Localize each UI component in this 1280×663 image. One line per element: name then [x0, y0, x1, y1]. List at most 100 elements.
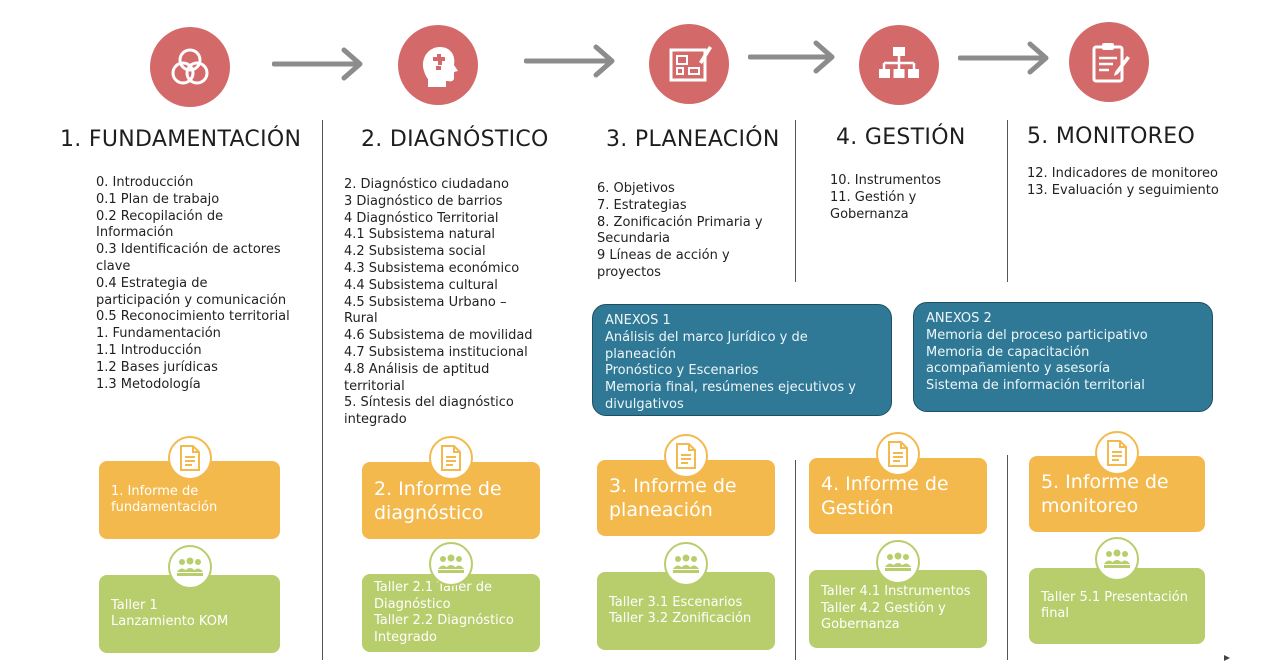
group-people-icon: [1104, 549, 1130, 568]
document-icon: [1107, 440, 1127, 466]
group-people-icon: [177, 557, 203, 576]
group-people-icon: [673, 554, 699, 573]
annex-item: Memoria del proceso participativo: [926, 327, 1148, 343]
list-item: 0.1 Plan de trabajo: [96, 191, 220, 207]
list-item: 0.2 Recopilación de: [96, 208, 224, 224]
divider: [795, 460, 796, 660]
list-item: 1. Fundamentación: [96, 326, 221, 342]
workshop-line: Gobernanza: [821, 617, 900, 633]
document-icon: [888, 441, 908, 467]
annex-2-title: ANEXOS 2: [926, 311, 992, 326]
venn-circles-icon: [171, 48, 209, 85]
annex-item: Análisis del marco Jurídico y de: [605, 329, 808, 345]
workshop-line: Taller 2.2 Diagnóstico: [374, 613, 514, 628]
workshop-badge: [1095, 537, 1139, 581]
play-marker-icon: [1224, 655, 1230, 661]
list-item: clave: [96, 258, 131, 274]
annex-1-title: ANEXOS 1: [605, 313, 671, 328]
report-badge: [168, 436, 212, 480]
list-item: integrado: [344, 412, 407, 428]
list-item: 3 Diagnóstico de barrios: [344, 193, 503, 209]
workshop-line: final: [1041, 606, 1070, 621]
list-item: 0.4 Estrategia de: [96, 275, 208, 291]
group-people-icon: [885, 552, 911, 571]
workshop-line: Taller 3.1 Escenarios: [609, 594, 743, 610]
list-item: 9 Líneas de acción y: [597, 248, 730, 264]
phase-2-items: 2. Diagnóstico ciudadano 3 Diagnóstico d…: [344, 177, 544, 429]
list-item: 11. Gestión y: [830, 189, 917, 205]
report-badge: [876, 432, 920, 476]
phase-2-report-label: 2. Informe de diagnóstico: [374, 477, 502, 524]
workshop-line: Taller 2.1 Taller de: [374, 580, 492, 595]
list-item: 13. Evaluación y seguimiento: [1027, 182, 1219, 198]
phase-5-title: 5. MONITOREO: [1027, 124, 1196, 149]
list-item: 4.3 Subsistema económico: [344, 260, 520, 276]
list-item: 4.1 Subsistema natural: [344, 227, 496, 243]
workshop-line: Taller 3.2 Zonificación: [609, 611, 752, 626]
phase-3-title: 3. PLANEACIÓN: [606, 127, 780, 152]
list-item: 5. Síntesis del diagnóstico: [344, 395, 514, 411]
workshop-badge: [664, 542, 708, 586]
divider: [322, 120, 323, 660]
phase-4-icon-circle: [859, 25, 939, 105]
phase-4-items: 10. Instrumentos 11. Gestión y Gobernanz…: [830, 173, 1000, 223]
annex-item: divulgativos: [605, 396, 684, 412]
annex-1-box: ANEXOS 1 Análisis del marco Jurídico y d…: [592, 304, 892, 416]
divider: [795, 120, 796, 282]
arrow-right-icon: [272, 47, 363, 81]
list-item: 8. Zonificación Primaria y: [597, 214, 763, 230]
phase-4-report-label: 4. Informe de Gestión: [821, 473, 949, 519]
phase-1-title: 1. FUNDAMENTACIÓN: [60, 127, 302, 152]
list-item: participación y comunicación: [96, 292, 287, 308]
group-people-icon: [438, 554, 464, 573]
phase-4-title: 4. GESTIÓN: [836, 125, 966, 150]
report-badge: [664, 434, 708, 478]
workshop-badge: [876, 540, 920, 584]
phase-1-items: 0. Introducción 0.1 Plan de trabajo 0.2 …: [96, 175, 311, 393]
workshop-badge: [429, 542, 473, 586]
divider: [1007, 120, 1008, 282]
list-item: 0.3 Identificación de actores: [96, 242, 281, 258]
list-item: territorial: [344, 378, 405, 394]
list-item: 4.7 Subsistema institucional: [344, 344, 528, 360]
list-item: 0. Introducción: [96, 175, 194, 190]
annex-item: Pronóstico y Escenarios: [605, 363, 759, 379]
list-item: 4.4 Subsistema cultural: [344, 277, 498, 293]
phase-1-icon-circle: [150, 27, 230, 107]
list-item: Rural: [344, 311, 378, 327]
list-item: 1.2 Bases jurídicas: [96, 359, 218, 375]
list-item: Secundaria: [597, 231, 671, 247]
phase-5-icon-circle: [1069, 22, 1149, 102]
list-item: 1.3 Metodología: [96, 376, 201, 392]
list-item: 7. Estrategias: [597, 197, 687, 213]
list-item: 1.1 Introducción: [96, 342, 202, 358]
list-item: 6. Objetivos: [597, 181, 675, 196]
annex-item: Memoria de capacitación: [926, 344, 1090, 360]
document-icon: [676, 443, 696, 469]
list-item: 4.6 Subsistema de movilidad: [344, 328, 533, 344]
clipboard-pencil-icon: [1092, 43, 1130, 83]
phase-2-icon-circle: [398, 25, 478, 105]
workshop-line: Taller 1: [111, 597, 158, 613]
list-item: 4 Diagnóstico Territorial: [344, 210, 499, 226]
list-item: Gobernanza: [830, 206, 909, 222]
phase-2-title: 2. DIAGNÓSTICO: [361, 127, 549, 152]
report-badge: [1095, 431, 1139, 475]
head-puzzle-icon: [422, 47, 458, 87]
annex-item: Memoria final, resúmenes ejecutivos y: [605, 380, 856, 396]
list-item: 4.5 Subsistema Urbano –: [344, 294, 507, 310]
arrow-right-icon: [748, 40, 835, 74]
annex-item: planeación: [605, 346, 676, 362]
list-item: 10. Instrumentos: [830, 173, 942, 188]
document-icon: [441, 445, 461, 471]
list-item: proyectos: [597, 264, 661, 280]
workshop-line: Integrado: [374, 629, 437, 645]
annex-item: Sistema de información territorial: [926, 378, 1145, 394]
arrow-right-icon: [958, 41, 1049, 75]
list-item: 12. Indicadores de monitoreo: [1027, 166, 1218, 181]
workshop-badge: [168, 545, 212, 589]
phase-3-items: 6. Objetivos 7. Estrategias 8. Zonificac…: [597, 181, 787, 282]
document-icon: [180, 445, 200, 471]
list-item: 2. Diagnóstico ciudadano: [344, 177, 509, 192]
workshop-line: Taller 4.1 Instrumentos: [821, 584, 971, 600]
